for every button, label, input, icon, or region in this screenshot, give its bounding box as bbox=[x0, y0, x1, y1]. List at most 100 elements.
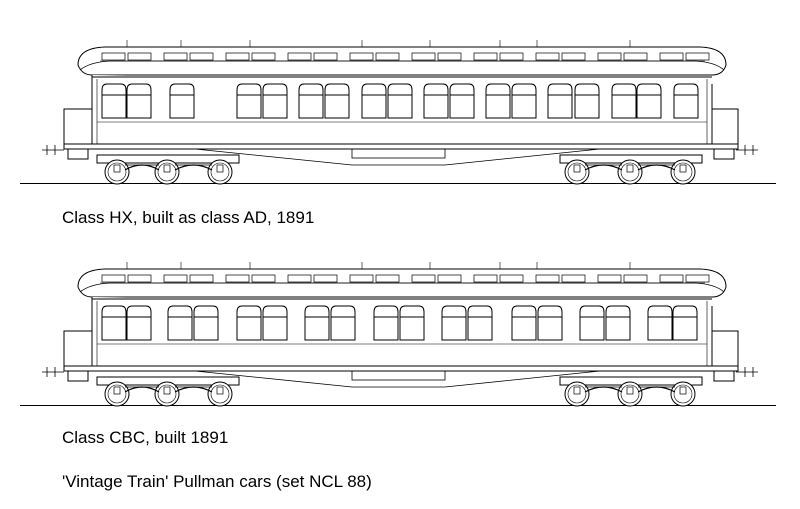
clerestory-window bbox=[437, 52, 462, 61]
axle-box bbox=[216, 164, 224, 173]
clerestory-window bbox=[225, 52, 250, 61]
clerestory-window bbox=[225, 274, 250, 283]
window bbox=[330, 305, 356, 341]
clerestory-window bbox=[437, 274, 462, 283]
axle-box bbox=[216, 386, 224, 395]
clerestory-window bbox=[685, 274, 710, 283]
window bbox=[298, 83, 324, 119]
window bbox=[511, 83, 537, 119]
clerestory-window bbox=[127, 274, 152, 283]
car-1-caption: Class HX, built as class AD, 1891 bbox=[62, 208, 315, 227]
window bbox=[441, 305, 467, 341]
window bbox=[537, 305, 563, 341]
clerestory-window bbox=[623, 274, 648, 283]
car-1 bbox=[20, 40, 776, 185]
step bbox=[67, 369, 89, 382]
clerestory-window bbox=[375, 274, 400, 283]
window bbox=[449, 83, 475, 119]
center-box bbox=[351, 370, 446, 381]
window bbox=[511, 305, 537, 341]
window bbox=[101, 83, 127, 119]
window bbox=[324, 83, 350, 119]
wheel-rim bbox=[620, 384, 640, 404]
wheel-rim bbox=[157, 384, 177, 404]
window bbox=[126, 83, 152, 119]
clerestory-window bbox=[499, 52, 524, 61]
window bbox=[647, 305, 673, 341]
clerestory-window bbox=[349, 274, 374, 283]
clerestory-window bbox=[473, 52, 498, 61]
title-caption: 'Vintage Train' Pullman cars (set NCL 88… bbox=[62, 472, 372, 491]
window bbox=[547, 83, 573, 119]
wheel-rim bbox=[107, 384, 127, 404]
wheel-rim bbox=[620, 162, 640, 182]
wheel-rim bbox=[210, 162, 230, 182]
truss-rod bbox=[194, 148, 601, 166]
clerestory-window bbox=[499, 274, 524, 283]
window bbox=[167, 305, 193, 341]
wheel-rim bbox=[673, 162, 693, 182]
step bbox=[713, 369, 735, 382]
center-box bbox=[351, 148, 446, 159]
clerestory-window bbox=[535, 274, 560, 283]
window bbox=[236, 83, 262, 119]
clerestory-window bbox=[251, 274, 276, 283]
clerestory-window bbox=[313, 52, 338, 61]
window bbox=[236, 305, 262, 341]
window bbox=[423, 83, 449, 119]
clerestory-window bbox=[623, 52, 648, 61]
car-2-caption: Class CBC, built 1891 bbox=[62, 428, 229, 447]
axle-box bbox=[679, 386, 687, 395]
axle-box bbox=[163, 386, 171, 395]
window bbox=[169, 83, 195, 119]
clerestory-window bbox=[597, 274, 622, 283]
clerestory-window bbox=[349, 52, 374, 61]
end-platform bbox=[711, 330, 739, 368]
window bbox=[636, 83, 662, 119]
clerestory-window bbox=[535, 52, 560, 61]
window bbox=[673, 83, 699, 119]
clerestory-window bbox=[101, 52, 126, 61]
axle-box bbox=[573, 164, 581, 173]
axle-box bbox=[573, 386, 581, 395]
clerestory-window bbox=[189, 52, 214, 61]
window bbox=[485, 83, 511, 119]
window bbox=[126, 305, 152, 341]
wheel-rim bbox=[157, 162, 177, 182]
clerestory-window bbox=[473, 274, 498, 283]
axle-box bbox=[113, 164, 121, 173]
underframe bbox=[63, 365, 739, 372]
clerestory-window bbox=[685, 52, 710, 61]
window bbox=[101, 305, 127, 341]
axle-box bbox=[626, 164, 634, 173]
window bbox=[373, 305, 399, 341]
car-2 bbox=[20, 262, 776, 407]
window bbox=[574, 83, 600, 119]
step bbox=[713, 147, 735, 160]
clerestory-window bbox=[411, 274, 436, 283]
truss-rod bbox=[194, 370, 601, 388]
clerestory-window bbox=[561, 274, 586, 283]
clerestory-window bbox=[659, 274, 684, 283]
clerestory-window bbox=[163, 52, 188, 61]
coupler bbox=[42, 145, 758, 155]
wheel-rim bbox=[673, 384, 693, 404]
axle-box bbox=[626, 386, 634, 395]
clerestory-window bbox=[127, 52, 152, 61]
window bbox=[304, 305, 330, 341]
coupler bbox=[42, 367, 758, 377]
clerestory-window bbox=[251, 52, 276, 61]
clerestory-window bbox=[287, 52, 312, 61]
axle-box bbox=[163, 164, 171, 173]
wheel-rim bbox=[567, 162, 587, 182]
clerestory-window bbox=[101, 274, 126, 283]
axle-box bbox=[679, 164, 687, 173]
window bbox=[262, 83, 288, 119]
window bbox=[611, 83, 637, 119]
window bbox=[399, 305, 425, 341]
axle-box bbox=[113, 386, 121, 395]
clerestory-window bbox=[659, 52, 684, 61]
wheel-rim bbox=[107, 162, 127, 182]
window bbox=[387, 83, 413, 119]
